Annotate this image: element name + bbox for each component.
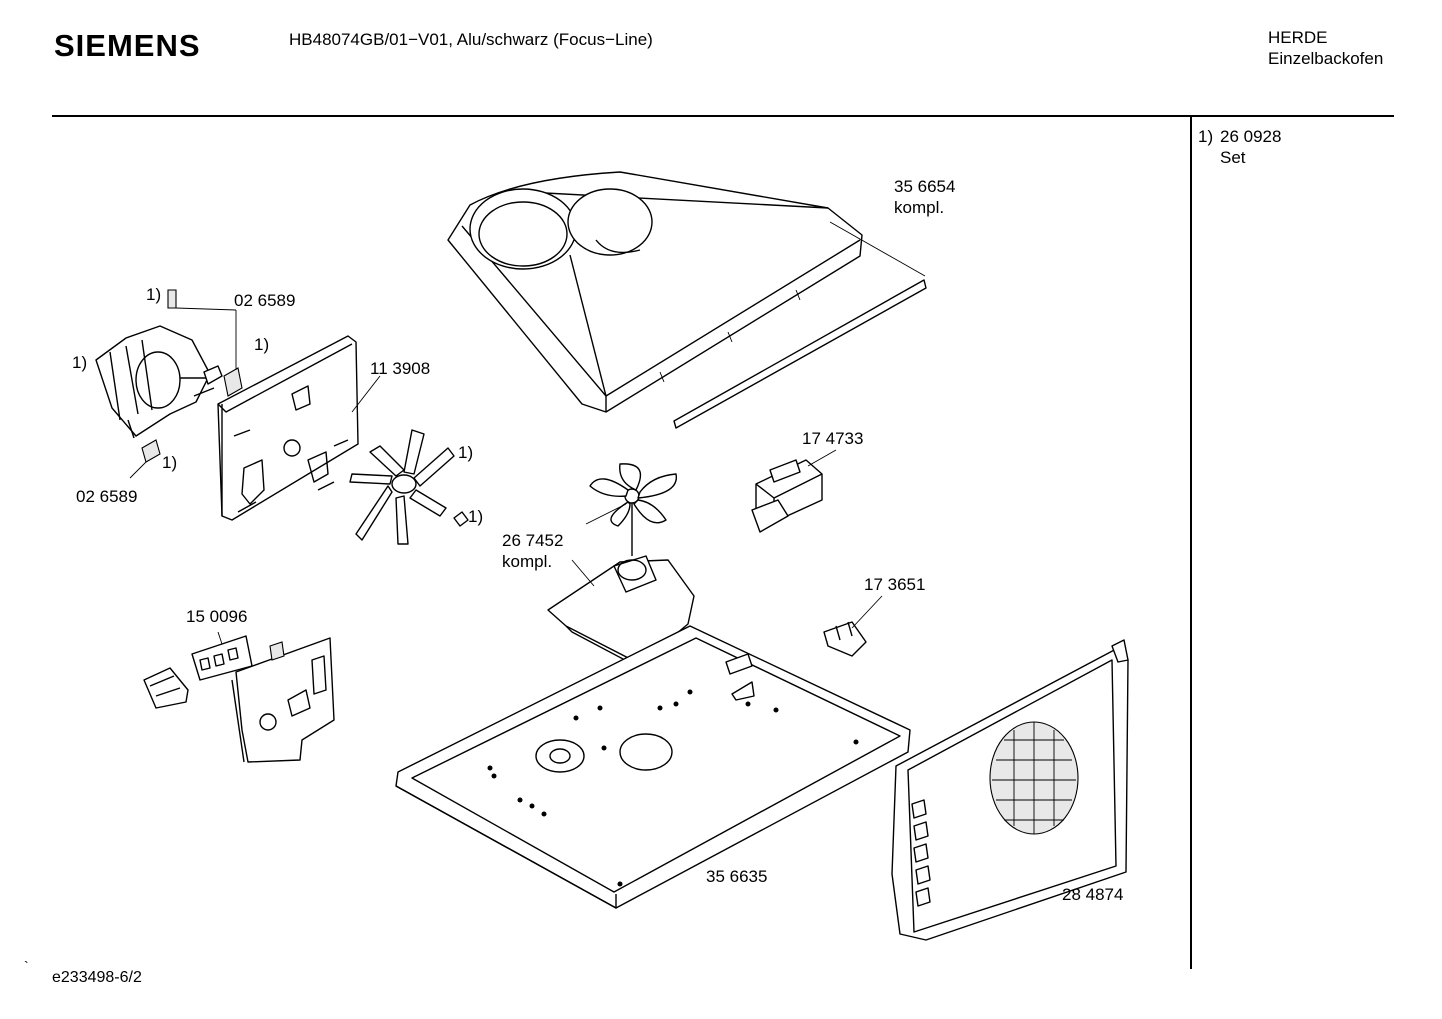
back-panel-part xyxy=(891,639,1129,941)
label-duct-cover-note: kompl. xyxy=(894,198,945,217)
fan-plate-part xyxy=(217,335,381,521)
label-duct-cover-no: 35 6654 xyxy=(894,177,956,196)
oven-base-part xyxy=(395,625,911,909)
transformer-part xyxy=(751,449,837,533)
label-switch-bracket: 15 0096 xyxy=(186,607,248,626)
label-duct-cover: 35 6654 kompl. xyxy=(894,176,955,218)
set-note-part-no: 26 0928 xyxy=(1220,127,1282,146)
brand-logo: SIEMENS xyxy=(54,28,201,63)
label-cooling-fan-note: kompl. xyxy=(502,552,553,571)
set-marker-nut: 1) xyxy=(468,507,484,526)
duct-cover-part xyxy=(447,171,927,429)
label-motor-clip-top: 02 6589 xyxy=(234,291,296,310)
set-note: 1) 26 0928 Set xyxy=(1198,126,1281,168)
label-transformer: 17 4733 xyxy=(802,429,864,448)
switch-bracket-part xyxy=(143,631,335,763)
motor-assembly-part xyxy=(95,289,243,479)
label-thermostat: 17 3651 xyxy=(864,575,926,594)
cooling-fan-part xyxy=(547,463,695,669)
category-line-2: Einzelbackofen xyxy=(1268,49,1384,68)
set-note-ref: 1) xyxy=(1198,127,1214,146)
set-note-description: Set xyxy=(1220,148,1246,167)
header-divider xyxy=(52,115,1394,117)
category-line-1: HERDE xyxy=(1268,28,1328,47)
label-fan-plate: 11 3908 xyxy=(370,359,431,378)
label-motor-clip-bottom: 02 6589 xyxy=(76,487,138,506)
model-title: HB48074GB/01−V01, Alu/schwarz (Focus−Lin… xyxy=(289,30,653,49)
set-marker-clip-top: 1) xyxy=(146,285,162,304)
thermostat-part xyxy=(823,595,883,657)
set-marker-motor: 1) xyxy=(72,353,88,372)
set-marker-clip-mid: 1) xyxy=(254,335,270,354)
drawing-id: e233498-6/2 xyxy=(52,969,142,986)
set-marker-fan-wheel: 1) xyxy=(458,443,474,462)
label-back-panel: 28 4874 xyxy=(1062,885,1124,904)
notes-divider xyxy=(1190,117,1192,969)
set-marker-clip-bottom: 1) xyxy=(162,453,178,472)
corner-tick-mark: ` xyxy=(24,958,29,974)
category-block: HERDE Einzelbackofen xyxy=(1268,27,1383,69)
label-oven-base: 35 6635 xyxy=(706,867,768,886)
label-cooling-fan-no: 26 7452 xyxy=(502,531,564,550)
label-cooling-fan: 26 7452 kompl. xyxy=(502,530,563,572)
fan-wheel-part xyxy=(349,429,469,545)
